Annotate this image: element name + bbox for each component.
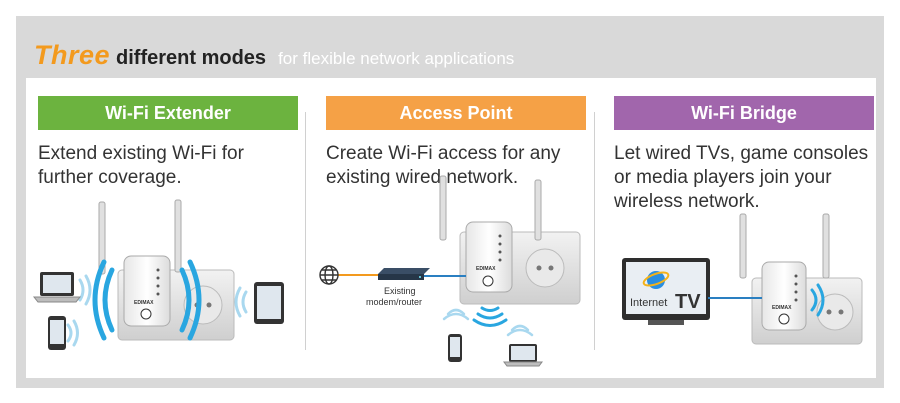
title-emphasis: Three bbox=[34, 40, 111, 70]
laptop-icon bbox=[503, 344, 543, 367]
title-subtitle: for flexible network applications bbox=[278, 49, 515, 68]
wifi-waves bbox=[810, 283, 825, 317]
modem-icon bbox=[378, 268, 430, 280]
mode-extender-description: Extend existing Wi-Fi for further covera… bbox=[38, 143, 244, 188]
wifi-signal-waves bbox=[66, 274, 248, 347]
mode-bridge-description: Let wired TVs, game consoles or media pl… bbox=[614, 143, 869, 212]
mode-extender: Wi-Fi Extender Extend existing Wi-Fi for… bbox=[38, 96, 298, 190]
extender-device bbox=[123, 255, 171, 327]
antenna bbox=[822, 213, 830, 279]
mode-access-point-title: Access Point bbox=[326, 96, 586, 130]
extender-scene: EDIMAX bbox=[32, 199, 284, 350]
modem-label-line2: modem/router bbox=[366, 297, 422, 307]
tv-icon bbox=[622, 258, 710, 325]
mode-access-point: Access Point Create Wi-Fi access for any… bbox=[326, 96, 586, 190]
access-point-scene: EDIMAX Existing modem/router bbox=[319, 175, 581, 367]
wifi-waves bbox=[472, 306, 508, 327]
tablet-icon bbox=[254, 282, 284, 324]
mode-access-point-description: Create Wi-Fi access for any existing wir… bbox=[326, 143, 561, 188]
tv-label: Internet bbox=[630, 297, 667, 309]
antenna bbox=[739, 213, 747, 279]
antenna bbox=[439, 175, 447, 241]
wall-socket bbox=[183, 285, 223, 325]
access-point-device bbox=[465, 221, 513, 293]
mode-bridge: Wi-Fi Bridge Let wired TVs, game console… bbox=[614, 96, 874, 214]
title-main: different modes bbox=[116, 47, 267, 69]
modem-label-line1: Existing bbox=[384, 286, 416, 296]
bridge-device bbox=[761, 261, 807, 331]
tv-label-big: TV bbox=[675, 291, 701, 313]
bridge-scene: EDIMAX Internet TV bbox=[622, 213, 863, 345]
antenna bbox=[98, 201, 106, 275]
mode-bridge-title: Wi-Fi Bridge bbox=[614, 96, 874, 130]
phone-icon bbox=[48, 316, 66, 350]
wifi-waves bbox=[92, 259, 202, 341]
header-tab bbox=[16, 16, 656, 74]
phone-icon bbox=[448, 334, 462, 362]
wall-socket bbox=[816, 293, 854, 331]
device-brand: EDIMAX bbox=[772, 305, 792, 311]
laptop-icon bbox=[32, 272, 82, 303]
globe-icon bbox=[319, 265, 339, 285]
device-brand: EDIMAX bbox=[134, 300, 154, 306]
column-divider bbox=[305, 112, 306, 350]
antenna bbox=[174, 199, 182, 273]
device-brand: EDIMAX bbox=[476, 266, 496, 272]
wall-socket bbox=[525, 248, 565, 288]
column-divider bbox=[594, 112, 595, 350]
wifi-signal-waves bbox=[442, 308, 534, 337]
antenna bbox=[534, 179, 542, 241]
mode-extender-title: Wi-Fi Extender bbox=[38, 96, 298, 130]
